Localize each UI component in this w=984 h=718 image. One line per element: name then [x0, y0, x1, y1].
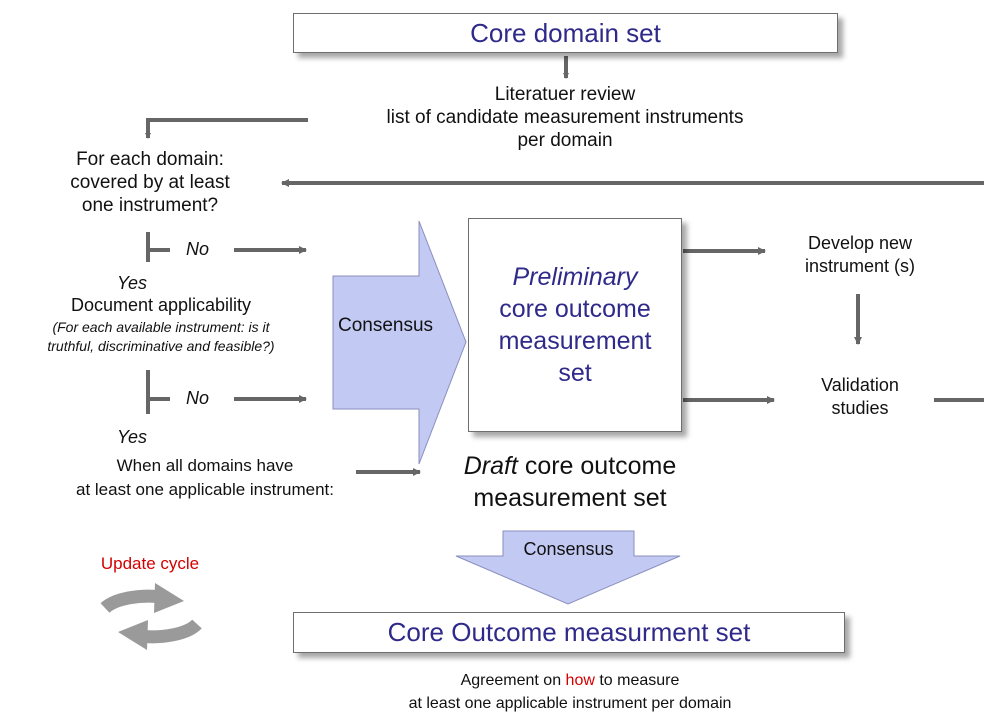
agreement-after: to measure: [594, 672, 680, 689]
all-domains-line1: When all domains have: [116, 456, 294, 475]
develop-line1: Develop new: [807, 233, 913, 253]
decision2-yes-label: Yes: [117, 427, 148, 447]
consensus-side-label: Consensus: [338, 315, 434, 336]
update-cycle-label: Update cycle: [100, 554, 200, 573]
decision1-no-label: No: [186, 239, 210, 259]
consensus-side-arrow: [332, 220, 467, 465]
for-each-line2: covered by at least: [70, 172, 230, 193]
draft-rest: core outcome: [517, 452, 677, 480]
core-domain-set-label: Core domain set: [470, 17, 661, 48]
draft-line2: measurement set: [473, 484, 667, 512]
literature-line2: list of candidate measurement instrument…: [386, 107, 744, 128]
validation-line1: Validation: [821, 375, 899, 395]
consensus-bottom-arrow: [455, 530, 681, 605]
draft-word: Draft: [463, 452, 518, 480]
preliminary-line1: Preliminary: [512, 263, 638, 291]
applicability-note-line1: (For each available instrument: is it: [52, 319, 270, 335]
core-outcome-set-label: Core Outcome measurment set: [387, 617, 751, 647]
literature-line1: Literatuer review: [494, 84, 636, 105]
applicability-note: (For each available instrument: is it tr…: [2, 318, 320, 356]
decision2-no-label: No: [186, 388, 210, 408]
agreement-how: how: [565, 672, 595, 689]
all-domains-text: When all domains have at least one appli…: [60, 454, 350, 502]
preliminary-set-box: Preliminary core outcome measurement set: [468, 218, 682, 432]
arrow-literature-to-domain: [145, 118, 308, 139]
refresh-cycle-icon: [100, 583, 202, 650]
literature-line3: per domain: [517, 130, 613, 151]
decision1-yes-label: Yes: [117, 273, 148, 293]
develop-new-text: Develop new instrument (s): [775, 232, 945, 278]
core-domain-set-box: Core domain set: [293, 13, 838, 53]
draft-set-text: Draft core outcome measurement set: [420, 450, 720, 514]
preliminary-line4: set: [558, 359, 592, 387]
for-each-line1: For each domain:: [76, 149, 224, 170]
core-outcome-set-box: Core Outcome measurment set: [293, 612, 845, 653]
consensus-bottom-label: Consensus: [523, 539, 614, 559]
literature-review-text: Literatuer review list of candidate meas…: [300, 83, 830, 152]
all-domains-line2: at least one applicable instrument:: [76, 480, 334, 499]
for-each-line3: one instrument?: [81, 195, 219, 216]
agreement-before: Agreement on: [460, 672, 566, 689]
agreement-line2: at least one applicable instrument per d…: [408, 695, 732, 712]
preliminary-line2: core outcome: [499, 295, 651, 323]
document-applicability-title: Document applicability: [70, 295, 252, 315]
develop-line2: instrument (s): [804, 256, 916, 276]
for-each-domain-text: For each domain: covered by at least one…: [40, 148, 260, 217]
applicability-note-line2: truthful, discriminative and feasible?): [47, 338, 275, 354]
validation-line2: studies: [831, 398, 889, 418]
agreement-text: Agreement on how to measure at least one…: [330, 669, 810, 715]
preliminary-line3: measurement: [498, 327, 652, 355]
validation-studies-text: Validation studies: [785, 374, 935, 420]
